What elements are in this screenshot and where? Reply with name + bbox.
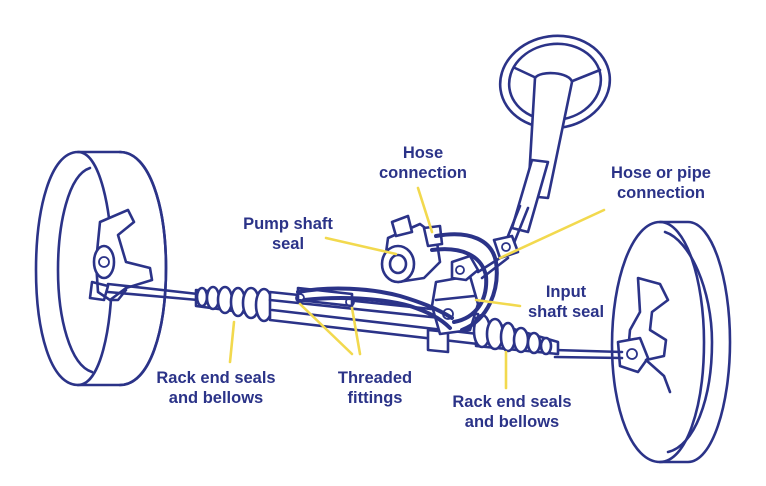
left-bellows: [196, 287, 272, 321]
left-wheel: [36, 152, 166, 385]
label-threaded-fittings: Threaded fittings: [320, 368, 430, 408]
label-input-shaft-seal: Input shaft seal: [516, 282, 616, 322]
label-line: Pump shaft: [228, 214, 348, 234]
steering-column: [478, 29, 616, 278]
label-pump-shaft-seal: Pump shaft seal: [228, 214, 348, 254]
label-line: and bellows: [146, 388, 286, 408]
label-line: Rack end seals: [146, 368, 286, 388]
label-hose-connection: Hose connection: [368, 143, 478, 183]
label-line: fittings: [320, 388, 430, 408]
label-line: Hose or pipe: [596, 163, 726, 183]
right-wheel: [612, 222, 730, 462]
label-line: and bellows: [442, 412, 582, 432]
label-line: shaft seal: [516, 302, 616, 322]
label-line: Hose: [368, 143, 478, 163]
label-hose-or-pipe-connection: Hose or pipe connection: [596, 163, 726, 203]
label-rack-end-seals-left: Rack end seals and bellows: [146, 368, 286, 408]
label-line: connection: [596, 183, 726, 203]
label-line: Input: [516, 282, 616, 302]
label-line: Rack end seals: [442, 392, 582, 412]
label-line: Threaded: [320, 368, 430, 388]
label-line: connection: [368, 163, 478, 183]
label-line: seal: [228, 234, 348, 254]
label-rack-end-seals-right: Rack end seals and bellows: [442, 392, 582, 432]
